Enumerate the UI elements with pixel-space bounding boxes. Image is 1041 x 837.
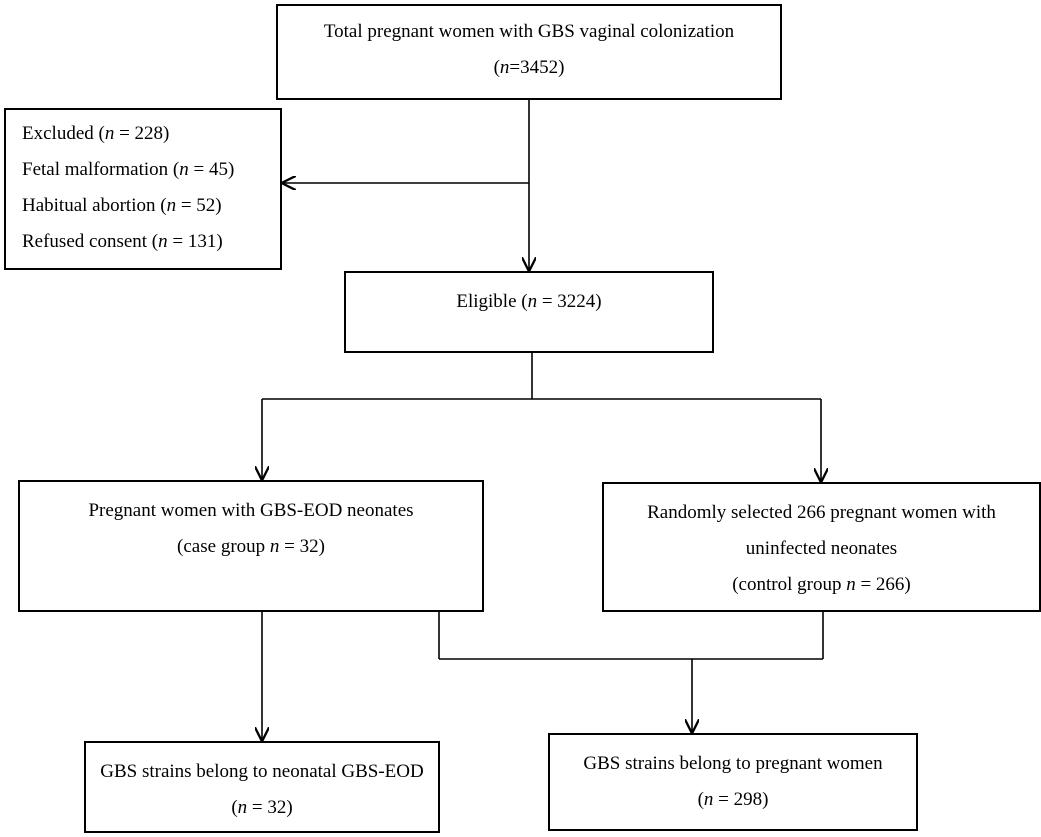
control-group-title-line1: Randomly selected 266 pregnant women wit…: [647, 502, 996, 523]
neonatal-strains-count: (n = 32): [231, 797, 293, 818]
excluded-refused-consent: Refused consent (n = 131): [22, 231, 223, 252]
pregnant-women-strains-title: GBS strains belong to pregnant women: [583, 753, 883, 774]
eligible-label: Eligible (n = 3224): [456, 291, 602, 312]
neonatal-strains-node: GBS strains belong to neonatal GBS-EOD (…: [84, 741, 440, 833]
total-node: Total pregnant women with GBS vaginal co…: [276, 4, 782, 100]
total-title: Total pregnant women with GBS vaginal co…: [323, 21, 735, 42]
excluded-fetal-malformation: Fetal malformation (n = 45): [22, 159, 235, 180]
case-group-count: (case group n = 32): [177, 536, 325, 557]
total-count: (n=3452): [493, 57, 565, 78]
case-group-node: Pregnant women with GBS-EOD neonates (ca…: [18, 480, 484, 612]
pregnant-women-strains-node: GBS strains belong to pregnant women (n …: [548, 733, 918, 831]
excluded-total: Excluded (n = 228): [22, 123, 170, 144]
pregnant-women-strains-count: (n = 298): [697, 789, 769, 810]
case-group-title: Pregnant women with GBS-EOD neonates: [88, 500, 414, 521]
excluded-habitual-abortion: Habitual abortion (n = 52): [22, 195, 222, 216]
control-group-title-line2: uninfected neonates: [745, 538, 898, 559]
control-group-node: Randomly selected 266 pregnant women wit…: [602, 482, 1041, 612]
eligible-node: Eligible (n = 3224): [344, 271, 714, 353]
control-group-count: (control group n = 266): [732, 574, 911, 595]
neonatal-strains-title: GBS strains belong to neonatal GBS-EOD: [100, 761, 424, 782]
excluded-node: Excluded (n = 228) Fetal malformation (n…: [4, 108, 282, 270]
